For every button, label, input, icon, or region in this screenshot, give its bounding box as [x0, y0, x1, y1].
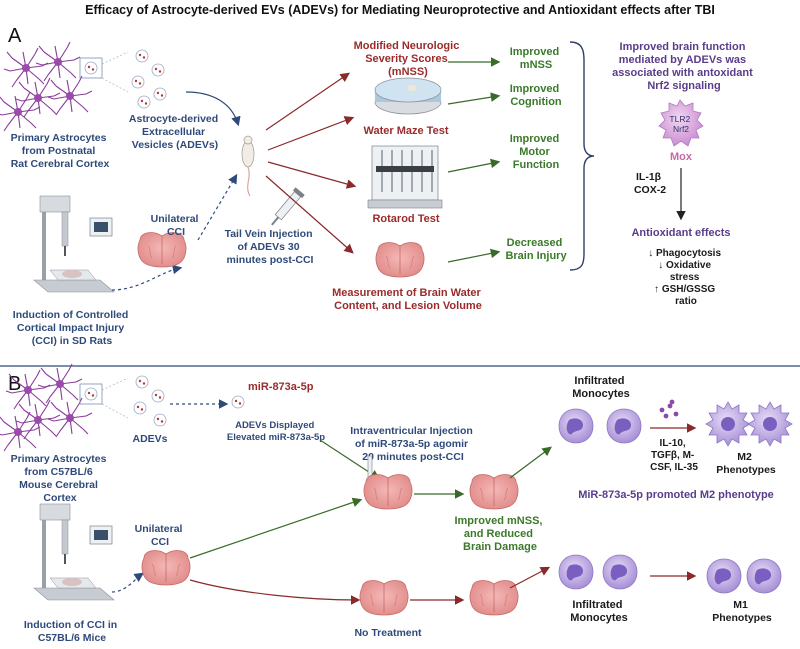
tail-vein-label: Tail Vein Injection of ADEVs 30 minutes … [225, 228, 316, 266]
cci-device-b [33, 503, 115, 601]
ev-cluster-a [131, 49, 167, 109]
unilateral-cci-b-label: Unilateral CCI [135, 523, 186, 548]
panel-b-label: B [8, 373, 21, 395]
elevated-mirna-label: ADEVs Displayed Elevated miR-873a-5p [227, 420, 325, 443]
astrocytes-a-label: Primary Astrocytes from Postnatal Rat Ce… [11, 132, 110, 170]
cci-to-no-treatment-arrow [189, 579, 361, 605]
cci-to-treatment-arrow [189, 497, 363, 559]
zoom-box [79, 57, 103, 79]
brain-untreated-outcome [469, 580, 519, 616]
monocyte-top-1 [558, 408, 594, 444]
mox-cell-markers: TLR2 Nrf2 [669, 114, 692, 134]
m1-phenotypes-label: M1 Phenotypes [712, 599, 772, 624]
water-maze-label: Water Maze Test [364, 125, 449, 137]
monocyte-top-2 [606, 408, 642, 444]
rotarod-label: Rotarod Test [372, 213, 439, 225]
m2-promoted-label: MiR-873a-5p promoted M2 phenotype [578, 489, 774, 501]
no-treatment-label: No Treatment [354, 627, 422, 639]
cci-device-b-label: Induction of CCI in C57BL/6 Mice [24, 619, 120, 644]
mox-cell-icon [658, 99, 704, 147]
antioxidant-effects: ↓ Phagocytosis ↓ Oxidative stress ↑ GSH/… [648, 248, 724, 307]
brain-water-label: Measurement of Brain Water Content, and … [332, 287, 484, 312]
rotarod-icon [367, 145, 443, 209]
m2-phenotypes-label: M2 Phenotypes [716, 451, 776, 476]
device-to-brain-arrow-a [111, 264, 183, 291]
adevs-a-label: Astrocyte-derived Extracellular Vesicles… [129, 113, 221, 151]
unilateral-cci-a-label: Unilateral CCI [151, 213, 202, 238]
untreated-to-monocyte-arrow [509, 566, 551, 589]
outcome-improved-cognition: Improved Cognition [510, 83, 563, 108]
nrf2-title: Improved brain function mediated by ADEV… [612, 41, 756, 92]
brain-icon-b [141, 550, 191, 586]
astrocyte-cluster-a [0, 41, 93, 132]
cytokines-label: IL-10, TGFβ, M- CSF, IL-35 [650, 438, 698, 473]
outcome-to-monocyte-arrow [509, 446, 552, 479]
device-to-brain-arrow-b [111, 572, 144, 593]
cytokine-dots [659, 399, 679, 419]
astrocytes-b-label: Primary Astrocytes from C57BL/6 Mouse Ce… [11, 453, 110, 504]
monocyte-bottom-1 [558, 554, 594, 590]
antioxidant-title: Antioxidant effects [631, 227, 730, 239]
outcome-decreased-injury: Decreased Brain Injury [505, 237, 567, 262]
brain-untreated-b [359, 580, 409, 616]
outcome-improved-mnss: Improved mNSS [510, 46, 563, 71]
infiltrated-monocytes-top: Infiltrated Monocytes [572, 375, 629, 400]
cci-device-a [33, 195, 115, 293]
brain-treated-b [363, 474, 413, 510]
intraventricular-label: Intraventricular Injection of miR-873a-5… [350, 425, 475, 463]
mox-label: Mox [670, 151, 693, 163]
panel-a-label: A [8, 25, 22, 47]
outcome-improved-motor: Improved Motor Function [510, 133, 563, 171]
brain-to-rat-arrow [197, 173, 238, 241]
adevs-b-label: ADEVs [132, 433, 167, 445]
test-to-outcome-arrows [447, 57, 501, 263]
inflammatory-markers: IL-1β COX-2 [634, 171, 666, 196]
rat-icon [241, 135, 255, 197]
brain-outcome-b [469, 474, 519, 510]
ev-cluster-b [133, 375, 167, 427]
m2-cell-1 [705, 401, 751, 447]
infiltrated-monocytes-bottom: Infiltrated Monocytes [570, 599, 627, 624]
cci-device-a-label: Induction of Controlled Cortical Impact … [13, 309, 131, 347]
mirna-label: miR-873a-5p [248, 381, 314, 393]
improved-mnss-b-label: Improved mNSS, and Reduced Brain Damage [454, 515, 545, 553]
brain-icon-lesion [375, 242, 425, 278]
m1-cell-1 [706, 558, 742, 594]
rat-to-tests-arrows [265, 72, 357, 254]
water-maze-icon [374, 77, 442, 115]
zoom-box-b [79, 383, 103, 405]
ev-to-rat-arrow [185, 91, 241, 127]
m1-cell-2 [746, 558, 782, 594]
figure-title: Efficacy of Astrocyte-derived EVs (ADEVs… [85, 3, 715, 17]
mnss-test-label: Modified Neurologic Severity Scores (mNS… [354, 40, 463, 78]
outcome-bracket [569, 41, 595, 271]
syringe-icon [271, 187, 305, 226]
monocyte-bottom-2 [602, 554, 638, 590]
m2-cell-2 [747, 401, 793, 447]
